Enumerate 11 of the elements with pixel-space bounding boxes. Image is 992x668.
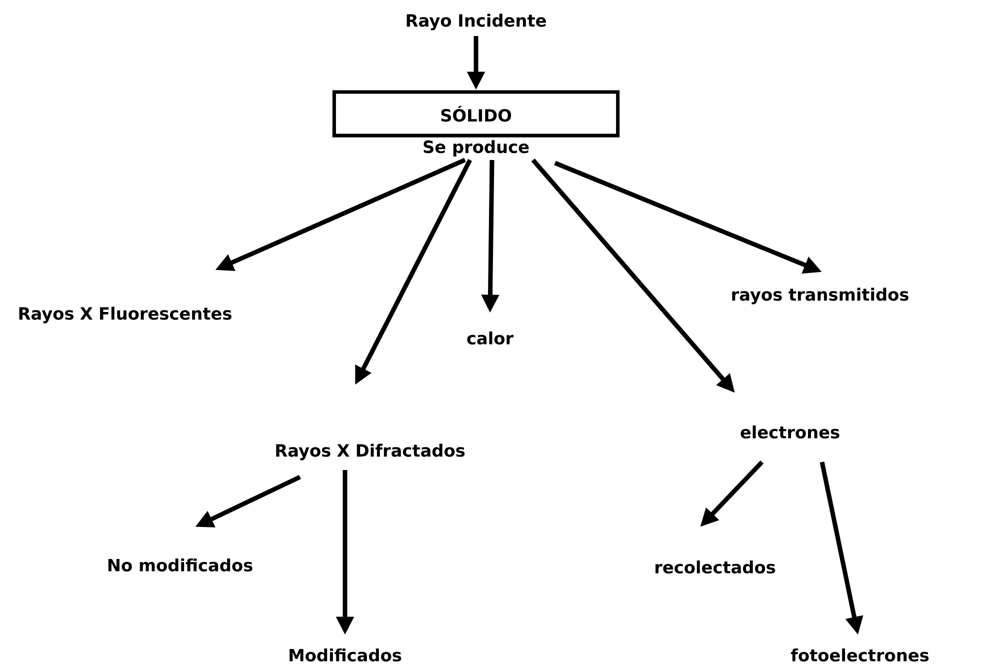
text-label: recolectados [656,560,776,574]
text-label: Rayos X Fluorescentes [19,306,232,324]
text-label: rayos transmitidos [732,288,908,304]
text-label: Rayo Incidente [406,14,546,30]
text-label: electrones [740,425,840,439]
text-label: fotoelectrones [790,648,929,662]
text-label: Modificados [290,648,402,662]
solid-box: SÓLIDO Se produce [332,90,620,156]
text-label: No modificados [108,558,252,572]
text-label: Rayos X Difractados [276,444,465,460]
text-label: calor [467,331,514,345]
